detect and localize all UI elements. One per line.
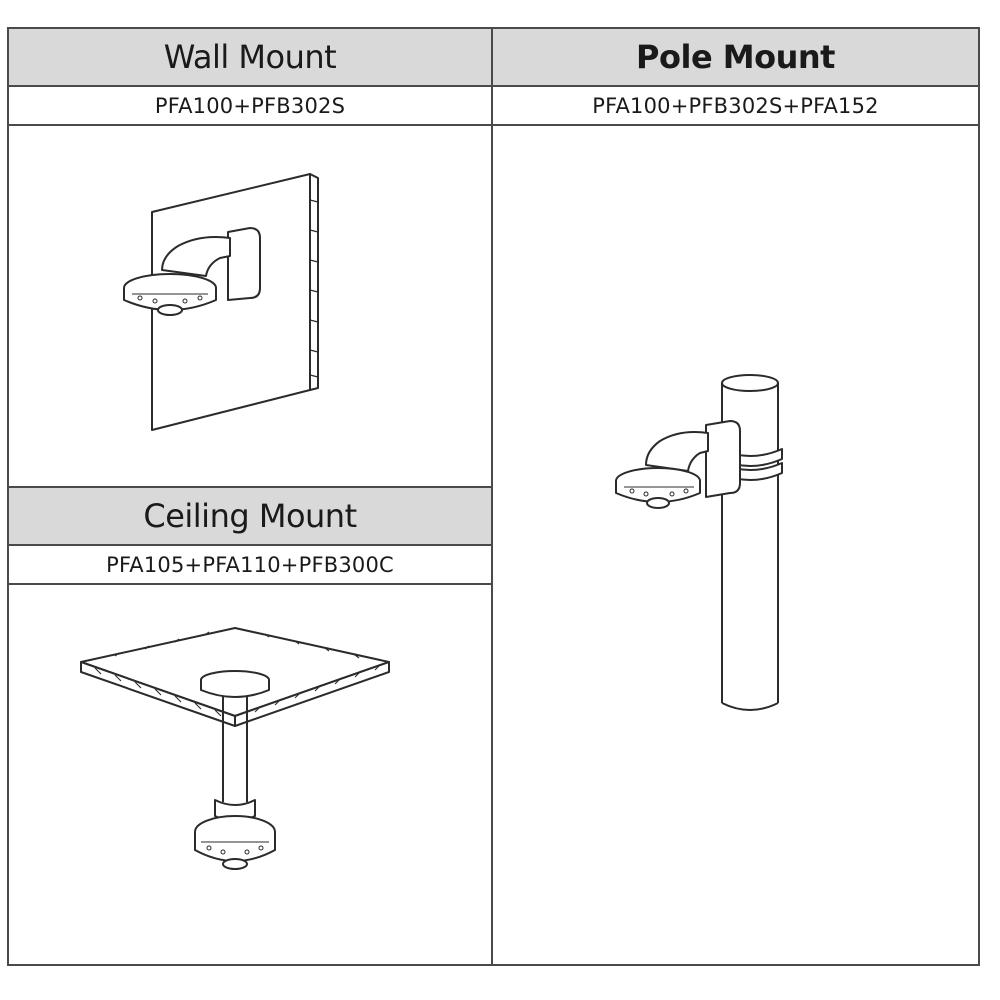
ceiling-mount-title: Ceiling Mount xyxy=(143,497,357,535)
row-divider xyxy=(7,486,493,488)
pole-mount-header: Pole Mount xyxy=(493,29,978,85)
row-divider xyxy=(7,583,493,585)
row-divider xyxy=(7,85,493,87)
pole-mount-model: PFA100+PFB302S+PFA152 xyxy=(592,93,879,118)
wall-mount-illustration xyxy=(123,173,319,431)
pole-mount-title: Pole Mount xyxy=(636,38,835,76)
row-divider xyxy=(491,85,980,87)
row-divider xyxy=(491,124,980,126)
wall-mount-model: PFA100+PFB302S xyxy=(154,93,346,118)
wall-mount-model-cell: PFA100+PFB302S xyxy=(9,87,491,124)
column-divider xyxy=(491,27,493,966)
ceiling-mount-header: Ceiling Mount xyxy=(9,488,491,544)
ceiling-mount-model-cell: PFA105+PFA110+PFB300C xyxy=(9,546,491,583)
row-divider xyxy=(7,544,493,546)
ceiling-mount-model: PFA105+PFA110+PFB300C xyxy=(106,552,394,577)
wall-mount-header: Wall Mount xyxy=(9,29,491,85)
row-divider xyxy=(7,124,493,126)
pole-mount-illustration xyxy=(615,374,783,711)
pole-mount-model-cell: PFA100+PFB302S+PFA152 xyxy=(493,87,978,124)
wall-mount-title: Wall Mount xyxy=(163,38,337,76)
mount-table xyxy=(7,27,980,966)
ceiling-mount-illustration xyxy=(80,627,390,870)
